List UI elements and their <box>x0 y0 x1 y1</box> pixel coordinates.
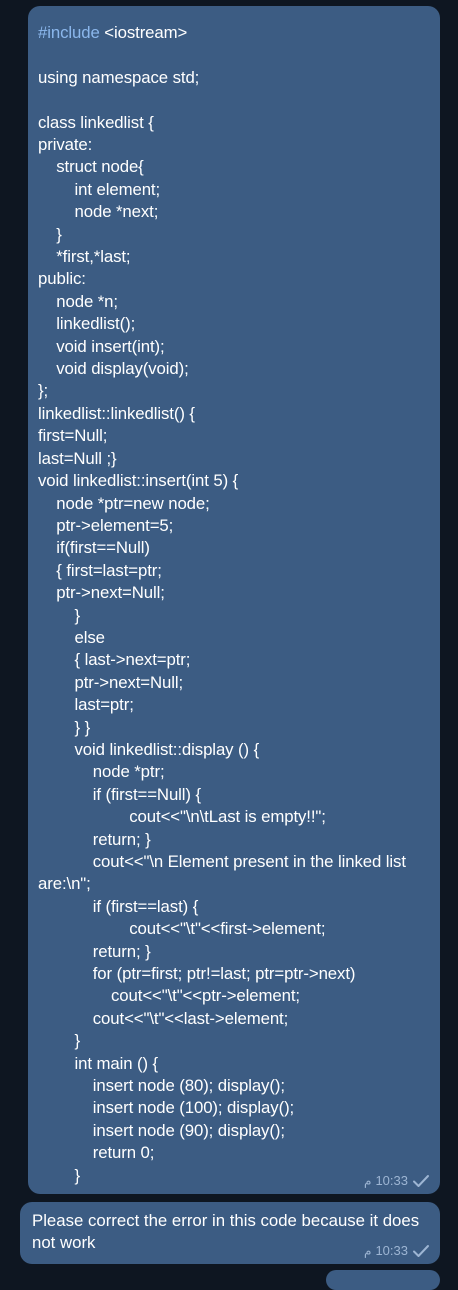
code-line: ptr->element=5; <box>38 515 174 535</box>
time-suffix: م <box>364 1174 372 1188</box>
time-suffix: م <box>364 1244 372 1258</box>
code-line: else <box>38 627 105 647</box>
code-line: node *next; <box>38 202 159 222</box>
message-meta: م 10:33 <box>364 1174 430 1188</box>
code-line: first=Null; <box>38 426 108 446</box>
code-line: } <box>38 1031 81 1051</box>
code-line: int element; <box>38 179 161 199</box>
message-time: 10:33 <box>375 1173 408 1188</box>
message-bubble-text[interactable]: Please correct the error in this code be… <box>20 1202 440 1264</box>
code-line: int main () { <box>38 1053 159 1073</box>
message-time: 10:33 <box>375 1243 408 1258</box>
include-keyword: #include <box>38 23 100 42</box>
message-meta: م 10:33 <box>364 1244 430 1258</box>
code-line: #include <iostream> <box>38 23 188 42</box>
code-line: node *n; <box>38 291 118 311</box>
code-line: } <box>38 224 62 244</box>
code-line: struct node{ <box>38 157 144 177</box>
code-line: last=Null ;} <box>38 448 117 468</box>
code-line: insert node (100); display(); <box>38 1098 295 1118</box>
code-line: linkedlist(); <box>38 314 136 334</box>
code-line: if(first==Null) <box>38 538 150 558</box>
code-line: return; } <box>38 941 151 961</box>
code-line: using namespace std; <box>38 67 200 87</box>
code-line: { first=last=ptr; <box>38 560 162 580</box>
code-line: for (ptr=first; ptr!=last; ptr=ptr->next… <box>38 964 356 984</box>
next-message-bubble-peek <box>326 1270 440 1290</box>
code-line: cout<<"\t"<<ptr->element; <box>38 986 300 1006</box>
message-bubble-code[interactable]: #include <iostream> using namespace std; c… <box>28 6 440 1194</box>
code-line: void insert(int); <box>38 336 165 356</box>
code-line: } } <box>38 717 91 737</box>
code-line: private: <box>38 135 93 154</box>
code-line <box>38 89 430 111</box>
code-line: *first,*last; <box>38 247 131 267</box>
code-line: linkedlist::linkedlist() { <box>38 403 195 423</box>
code-line: void linkedlist::insert(int 5) { <box>38 471 239 491</box>
code-block: #include <iostream> using namespace std; c… <box>38 22 430 1187</box>
code-line: } <box>38 1165 81 1185</box>
code-line: cout<<"\t"<<first->element; <box>38 919 326 939</box>
code-line: ptr->next=Null; <box>38 583 165 603</box>
check-icon <box>412 1244 430 1258</box>
code-line: return; } <box>38 829 151 849</box>
code-line: last=ptr; <box>38 695 134 715</box>
code-line <box>38 44 430 66</box>
code-line: cout<<"\n Element present in the linked … <box>38 852 411 894</box>
code-line: class linkedlist { <box>38 112 154 132</box>
message-text: Please correct the error in this code be… <box>32 1211 420 1252</box>
code-line: } <box>38 605 81 625</box>
code-line: insert node (80); display(); <box>38 1076 285 1096</box>
code-line: void linkedlist::display () { <box>38 739 260 759</box>
code-line: insert node (90); display(); <box>38 1120 285 1140</box>
code-line: if (first==Null) { <box>38 784 201 804</box>
code-line: cout<<"\t"<<last->element; <box>38 1008 289 1028</box>
code-line: ptr->next=Null; <box>38 672 184 692</box>
code-line: { last->next=ptr; <box>38 650 191 670</box>
code-line: }; <box>38 381 49 401</box>
code-line: return 0; <box>38 1143 155 1163</box>
code-line: cout<<"\n\tLast is empty!!"; <box>38 807 326 827</box>
code-line: node *ptr=new node; <box>38 493 210 513</box>
code-line: if (first==last) { <box>38 896 199 916</box>
code-line: node *ptr; <box>38 762 165 782</box>
code-line: void display(void); <box>38 359 189 379</box>
code-line: public: <box>38 269 86 289</box>
check-icon <box>412 1174 430 1188</box>
